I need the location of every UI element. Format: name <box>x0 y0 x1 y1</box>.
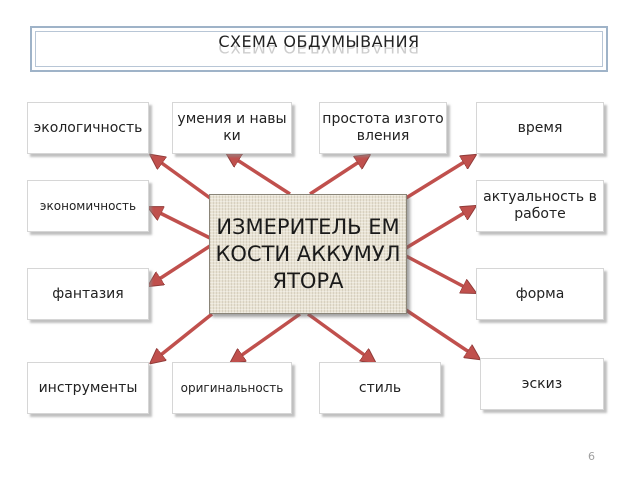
arrow-to-form <box>405 254 474 292</box>
factor-sketch: эскиз <box>480 358 604 410</box>
arrow-to-tools <box>152 312 214 362</box>
arrow-to-style <box>306 312 374 362</box>
page-number: 6 <box>588 450 595 463</box>
central-concept: ИЗМЕРИТЕЛЬ ЕМКОСТИ АККУМУЛЯТОРА <box>209 194 407 314</box>
arrow-to-ecology <box>152 156 212 200</box>
factor-ecology: экологичность <box>27 102 149 154</box>
arrow-to-simplicity <box>309 156 368 196</box>
arrow-to-relevance <box>405 207 474 250</box>
factor-time: время <box>476 102 604 154</box>
factor-form: форма <box>476 268 604 320</box>
factor-skills: умения и навыки <box>172 102 292 154</box>
factor-originality: оригинальность <box>172 362 292 414</box>
factor-fantasy: фантазия <box>27 268 149 320</box>
factor-style: стиль <box>319 362 441 414</box>
arrow-to-fantasy <box>150 244 211 285</box>
title-frame: СХЕМА ОБДУМЫВАНИЯ СХЕМА ОБДУМЫВАНИЯ <box>30 26 608 72</box>
diagram-title: СХЕМА ОБДУМЫВАНИЯ <box>218 32 420 51</box>
factor-simplicity: простота изготовления <box>319 102 447 154</box>
factor-economy: экономичность <box>27 180 149 232</box>
arrow-to-economy <box>150 208 211 240</box>
arrow-to-originality <box>232 312 302 362</box>
factor-relevance: актуальность в работе <box>476 180 604 232</box>
factor-tools: инструменты <box>27 362 149 414</box>
arrow-to-sketch <box>405 308 478 358</box>
arrow-to-time <box>405 156 474 200</box>
title-inner-border <box>35 31 603 67</box>
arrow-to-skills <box>228 154 291 196</box>
